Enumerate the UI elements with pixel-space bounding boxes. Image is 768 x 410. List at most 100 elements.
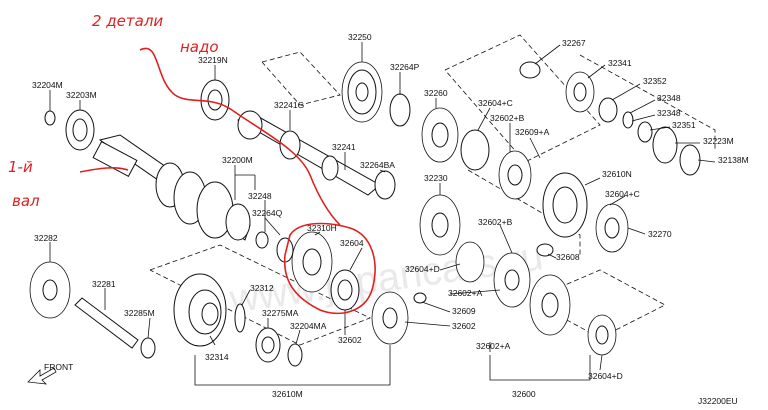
label-32351: 32351	[672, 120, 696, 130]
label-32275MA: 32275MA	[262, 308, 299, 318]
ring-32204MA	[287, 343, 303, 367]
front-arrow-icon	[27, 367, 57, 385]
frame-right-top	[579, 54, 716, 150]
label-32604C-mid: 32604+C	[605, 189, 640, 199]
part-32609	[413, 292, 427, 304]
label-32348-b: 32348	[657, 108, 681, 118]
bearing-32285M	[140, 337, 156, 359]
label-32264P: 32264P	[390, 62, 420, 72]
label-32267: 32267	[562, 38, 586, 48]
label-32602: 32602	[338, 335, 362, 345]
synchro-32314	[173, 273, 227, 347]
gear-32250	[341, 61, 383, 123]
frame-32264P	[261, 51, 341, 106]
shaft-32241	[237, 110, 381, 196]
annotation-note-line2: надо	[180, 38, 219, 56]
gear-32604D-bot	[587, 314, 617, 356]
label-32609A-top: 32609+A	[515, 127, 550, 137]
bearing-32275MA	[255, 327, 281, 363]
label-32602: 32602	[452, 321, 476, 331]
label-32260: 32260	[424, 88, 448, 98]
bearing-32264P	[389, 93, 411, 127]
part-32608	[536, 243, 554, 257]
label-32241G: 32241G	[274, 100, 304, 110]
annotation-note-line4: вал	[12, 192, 40, 210]
label-32248: 32248	[248, 191, 272, 201]
gear-32230	[419, 194, 461, 256]
front-label: FRONT	[44, 362, 73, 372]
label-32264Q: 32264Q	[252, 208, 283, 218]
part-32267	[519, 61, 541, 79]
bearing-32223M	[652, 126, 678, 164]
label-32602B-mid: 32602+B	[478, 217, 513, 227]
red-circle	[283, 222, 376, 315]
gear-32604D-mid	[455, 241, 485, 283]
diagram-code: J32200EU	[698, 396, 738, 406]
synchro-32610N	[542, 172, 588, 238]
ring-32204M	[44, 110, 56, 126]
label-32604D-mid: 32604+D	[405, 264, 440, 274]
frame-32600	[529, 269, 666, 339]
bearing-32203M	[65, 109, 95, 151]
label-32250: 32250	[348, 32, 372, 42]
gear-32604C-top	[460, 129, 490, 171]
shaft-32281	[74, 297, 139, 349]
label-32609: 32609	[452, 306, 476, 316]
label-32602A-mid: 32602+A	[448, 288, 483, 298]
gear-32602A-mid	[493, 252, 531, 308]
label-32285M: 32285M	[124, 308, 155, 318]
leader-lines	[49, 42, 716, 386]
main-shaft	[92, 134, 251, 241]
label-32348-a: 32348	[657, 93, 681, 103]
label-32230: 32230	[424, 173, 448, 183]
gear-32310H	[291, 231, 333, 293]
part-32351	[637, 121, 653, 143]
annotation-note-line3: 1-й	[8, 158, 33, 176]
part-32352	[598, 97, 618, 123]
label-32604: 32604	[340, 238, 364, 248]
label-32200M: 32200M	[222, 155, 253, 165]
ring-32604	[330, 269, 360, 311]
spring-32312	[234, 303, 246, 333]
gear-32602	[371, 291, 409, 345]
label-32604C-top: 32604+C	[478, 98, 513, 108]
label-32610M: 32610M	[272, 389, 303, 399]
label-32608: 32608	[556, 252, 580, 262]
annotation-note-line1: 2 детали	[92, 12, 163, 30]
label-32203M: 32203M	[66, 90, 97, 100]
bearing-32264BA	[374, 170, 396, 200]
label-32341: 32341	[608, 58, 632, 68]
ring-32348	[622, 111, 634, 129]
gear-32341	[565, 71, 595, 113]
label-32223M: 32223M	[703, 136, 734, 146]
bearing-32219N	[200, 79, 230, 121]
label-32600: 32600	[512, 389, 536, 399]
label-32204M: 32204M	[32, 80, 63, 90]
label-32241: 32241	[332, 142, 356, 152]
red-arrow-line	[139, 47, 341, 226]
gear-32602A-bot	[529, 274, 571, 336]
label-32138M: 32138M	[718, 155, 749, 165]
label-32264BA: 32264BA	[360, 160, 395, 170]
front-indicator: FRONT	[27, 362, 73, 385]
seal-32138M	[679, 144, 701, 176]
gear-32602B-top	[498, 150, 532, 200]
label-32352: 32352	[643, 76, 667, 86]
label-32219N: 32219N	[198, 55, 228, 65]
frame-32610M	[149, 244, 372, 346]
gear-32270	[595, 203, 629, 253]
label-32604D-bot: 32604+D	[588, 371, 623, 381]
label-32314: 32314	[205, 352, 229, 362]
label-32281: 32281	[92, 279, 116, 289]
label-32282: 32282	[34, 233, 58, 243]
label-32312: 32312	[250, 283, 274, 293]
label-32602B-top: 32602+B	[490, 113, 525, 123]
label-32610N: 32610N	[602, 169, 632, 179]
label-32270: 32270	[648, 229, 672, 239]
label-32204MA: 32204MA	[290, 321, 327, 331]
main-shaft-gear-cluster	[155, 162, 251, 241]
label-32602A-bot: 32602+A	[476, 341, 511, 351]
gear-32282	[29, 261, 71, 319]
